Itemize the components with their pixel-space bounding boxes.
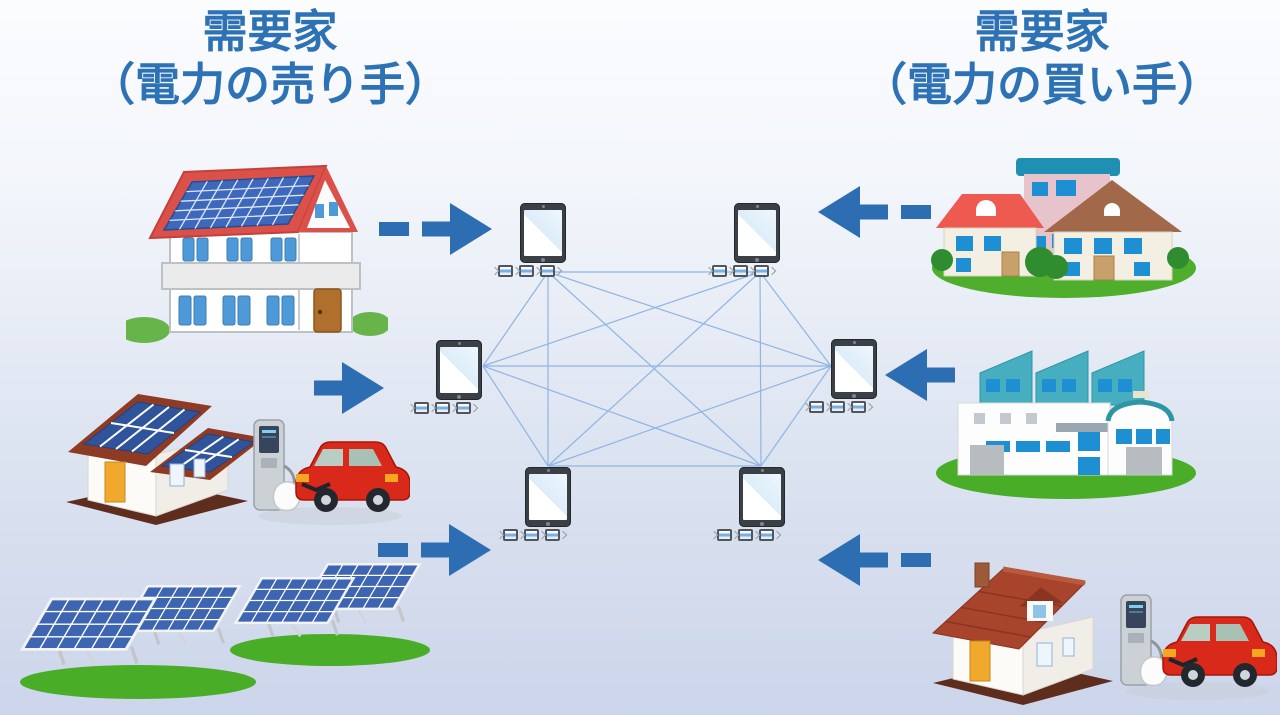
yellow-door bbox=[969, 640, 991, 682]
tablet-icon bbox=[436, 340, 482, 400]
loading-door bbox=[1126, 447, 1162, 475]
camera-dot-icon bbox=[542, 205, 545, 208]
tablet-icon bbox=[739, 467, 785, 527]
blockchain-icon bbox=[406, 401, 479, 415]
residential-houses-illustration bbox=[928, 140, 1202, 302]
home-button-icon bbox=[546, 522, 550, 526]
node-top-right bbox=[704, 203, 780, 283]
solar-panels bbox=[162, 175, 316, 231]
camera-dot-icon bbox=[547, 469, 550, 472]
node-mid-right bbox=[801, 339, 877, 419]
loading-door bbox=[970, 445, 1004, 475]
node-top-left bbox=[490, 203, 566, 283]
factory-illustration bbox=[930, 333, 1204, 499]
tablet-screen bbox=[738, 210, 776, 256]
door bbox=[313, 288, 342, 333]
solar-house-ev-illustration bbox=[58, 368, 412, 532]
tablet-icon bbox=[734, 203, 780, 263]
tablet-screen bbox=[440, 347, 478, 393]
sellers-title-line2: （電力の売り手） bbox=[89, 58, 450, 110]
tablet-screen bbox=[529, 474, 567, 520]
bush bbox=[349, 312, 391, 336]
house-ev-illustration bbox=[923, 543, 1279, 711]
bush bbox=[1044, 255, 1068, 279]
buyers-title: 需要家 （電力の買い手） bbox=[836, 6, 1248, 111]
ev-charger-and-car bbox=[1119, 593, 1279, 702]
solar-roof-house-illustration bbox=[118, 156, 391, 358]
tablet-icon bbox=[525, 467, 571, 527]
buyers-title-line2: （電力の買い手） bbox=[861, 58, 1222, 110]
node-mid-left bbox=[406, 340, 482, 420]
home-button-icon bbox=[760, 522, 764, 526]
solar-farm-illustration bbox=[10, 550, 452, 712]
node-bottom-right bbox=[709, 467, 785, 547]
annex-building bbox=[1105, 391, 1175, 476]
brown-roof-house bbox=[1044, 180, 1182, 281]
grass bbox=[20, 665, 256, 699]
sawtooth-roof bbox=[979, 350, 1145, 406]
blockchain-icon bbox=[801, 400, 874, 414]
camera-dot-icon bbox=[761, 469, 764, 472]
lower-windows bbox=[178, 295, 295, 326]
bush bbox=[931, 249, 953, 271]
home-button-icon bbox=[457, 395, 461, 399]
home-button-icon bbox=[755, 258, 759, 262]
home-button-icon bbox=[852, 394, 856, 398]
grass bbox=[230, 634, 430, 666]
dormer-window bbox=[1019, 587, 1063, 621]
red-roof-house bbox=[936, 194, 1044, 277]
solar-panels bbox=[82, 401, 202, 455]
tablet-icon bbox=[520, 203, 566, 263]
blockchain-icon bbox=[709, 528, 782, 542]
tablet-icon bbox=[831, 339, 877, 399]
bush bbox=[118, 317, 170, 343]
upper-windows bbox=[182, 237, 297, 262]
ev-charger-and-car bbox=[252, 418, 412, 527]
blockchain-icon bbox=[495, 528, 568, 542]
blockchain-icon bbox=[490, 264, 563, 278]
camera-dot-icon bbox=[458, 342, 461, 345]
chimney bbox=[974, 562, 990, 588]
buyers-title-line1: 需要家 bbox=[974, 6, 1110, 57]
tablet-screen bbox=[743, 474, 781, 520]
yellow-door bbox=[104, 461, 126, 503]
sellers-title: 需要家 （電力の売り手） bbox=[64, 6, 476, 111]
bush bbox=[1167, 247, 1189, 269]
camera-dot-icon bbox=[853, 341, 856, 344]
home-button-icon bbox=[541, 258, 545, 262]
tablet-screen bbox=[524, 210, 562, 256]
camera-dot-icon bbox=[756, 205, 759, 208]
blockchain-icon bbox=[704, 264, 777, 278]
node-bottom-left bbox=[495, 467, 571, 547]
sellers-title-line1: 需要家 bbox=[202, 6, 338, 57]
tablet-screen bbox=[835, 346, 873, 392]
